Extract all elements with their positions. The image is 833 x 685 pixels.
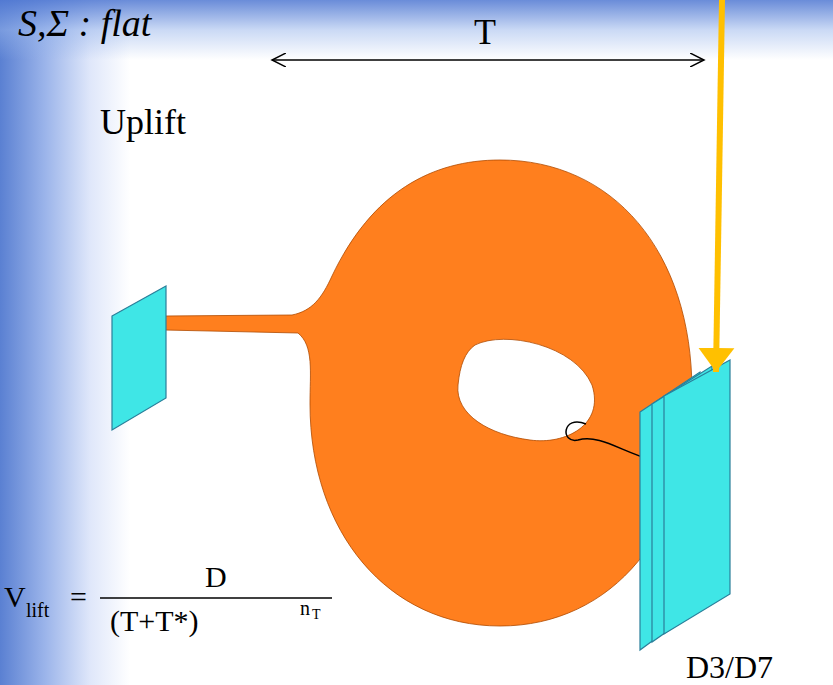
throat-torus	[165, 160, 692, 626]
fraction-bar	[100, 597, 332, 599]
formula-exponent-subscript: T	[312, 608, 321, 622]
brane-label: D3/D7	[686, 651, 773, 683]
string-curve	[566, 422, 652, 460]
d3-d7-branes	[640, 360, 730, 650]
formula-equals: =	[70, 582, 87, 612]
modulus-label: T	[474, 14, 496, 50]
slide-heading: S,Σ : flat	[18, 4, 151, 42]
formula-exponent: n	[300, 598, 310, 618]
brane-label: Uplift	[100, 104, 186, 140]
dimension-arrow	[272, 59, 704, 61]
formula-denominator: (T+T*)	[110, 606, 199, 636]
formula-symbol: V	[4, 582, 26, 612]
uplift-brane	[112, 286, 166, 430]
formula-subscript: lift	[26, 600, 49, 620]
formula-numerator: D	[205, 562, 227, 592]
pointer-arrow	[716, 0, 722, 372]
